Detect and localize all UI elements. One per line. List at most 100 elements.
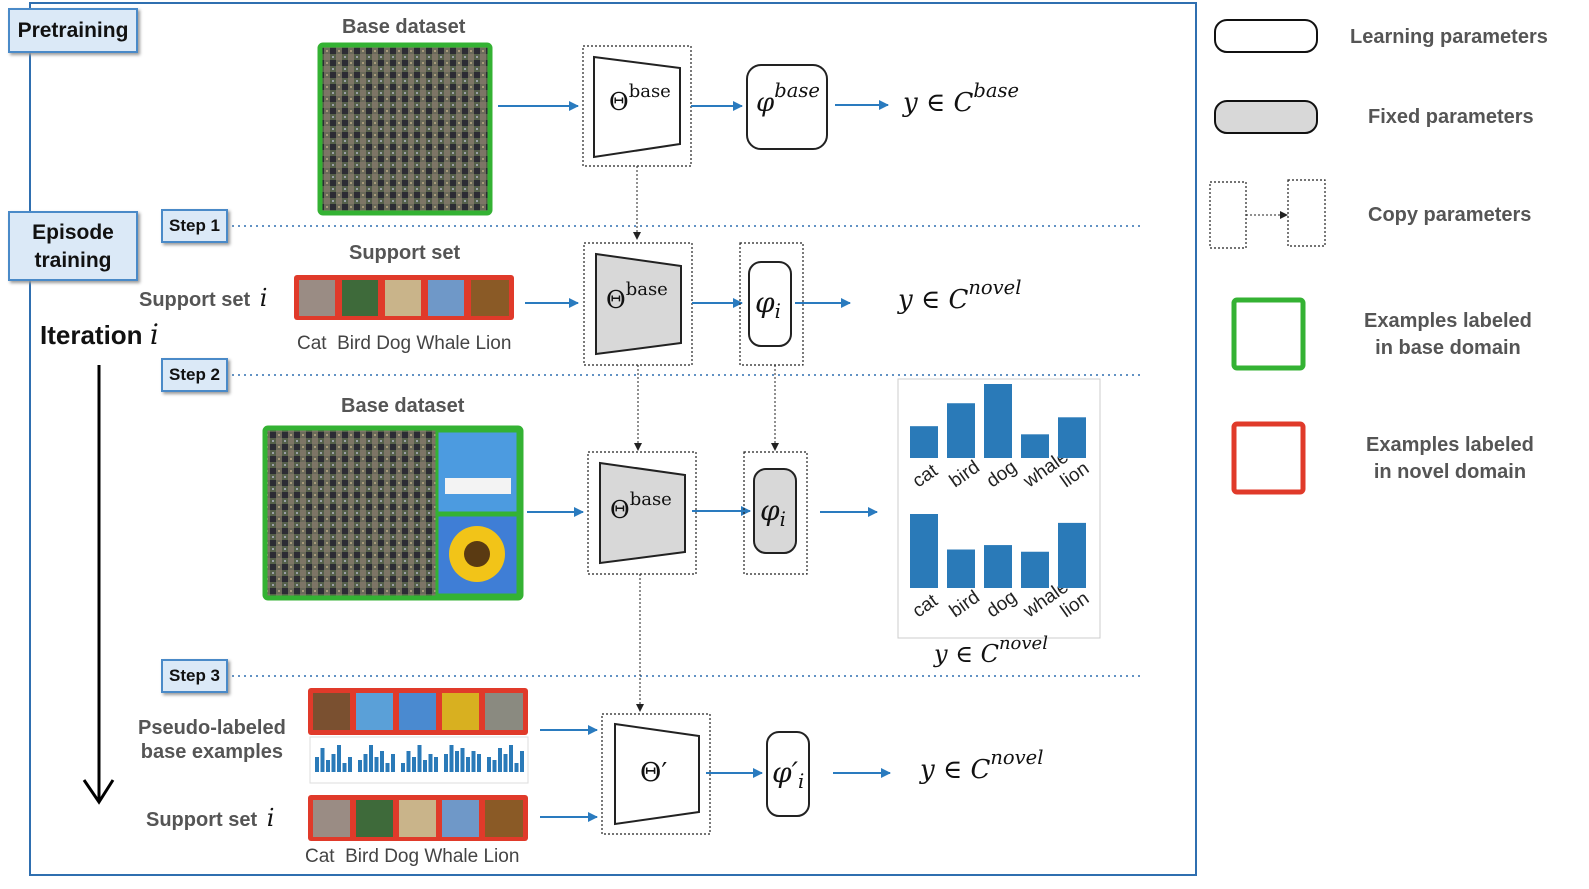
mini-bar xyxy=(374,757,379,772)
support-set-i-text-2: Support set xyxy=(146,809,258,831)
pseudo-labeled-line1: Pseudo-labeled xyxy=(138,717,286,739)
phi-i-fixed-classifier-2 xyxy=(753,468,797,554)
mini-bar xyxy=(477,754,481,772)
pseudo-label-mini-charts xyxy=(315,745,524,772)
support-set-i-label-1: Support set i xyxy=(139,284,267,312)
support-image-cat xyxy=(299,280,335,316)
support-image-whale xyxy=(428,280,464,316)
class-names-row-2: Cat Bird Dog Whale Lion xyxy=(305,846,520,867)
mini-bar xyxy=(320,748,325,772)
episode-training-tag: Episode training xyxy=(8,211,138,281)
mini-bar xyxy=(412,757,416,772)
base-dataset-image-top xyxy=(317,42,493,216)
y-in-c-novel-label-step2: y ∈ Cnovel xyxy=(934,633,1048,668)
theta-base-fixed-encoder-1 xyxy=(595,252,682,356)
support-set-i-symbol-2: i xyxy=(266,804,275,832)
legend-red-swatch xyxy=(1231,421,1306,495)
mini-bar xyxy=(428,754,433,772)
support-image-bird xyxy=(342,280,378,316)
support-set-header-label: Support set xyxy=(349,242,461,264)
support-image-dog xyxy=(385,280,421,316)
legend-learning-label: Learning parameters xyxy=(1350,26,1548,48)
pretraining-tag: Pretraining xyxy=(8,8,138,53)
bar-cat xyxy=(910,514,938,588)
episode-training-line2: training xyxy=(34,249,112,272)
support-set-strip-1 xyxy=(294,275,514,320)
phi-i-copy-box-2 xyxy=(743,451,808,575)
legend-green-swatch xyxy=(1231,297,1306,371)
mini-bar xyxy=(514,763,519,772)
pseudo-label-charts-panel xyxy=(309,736,529,784)
class-names-row-1: Cat Bird Dog Whale Lion xyxy=(297,333,512,354)
outer-frame xyxy=(29,2,1197,876)
mini-bar xyxy=(487,757,491,772)
theta-base-label-top: Θbase xyxy=(609,81,671,116)
theta-base-fixed-encoder-2 xyxy=(599,461,686,565)
mini-bar xyxy=(401,763,405,772)
phi-i-prime-label: φ′i xyxy=(772,756,805,793)
phi-i-prime-classifier xyxy=(766,731,810,817)
legend-fixed-swatch xyxy=(1214,100,1318,134)
cruise-ship-image xyxy=(435,429,520,515)
bar-dog xyxy=(984,545,1012,588)
mini-bar xyxy=(444,754,448,772)
theta-base-fixed-box-2 xyxy=(587,451,697,575)
support-set-i-label-2: Support set i xyxy=(146,804,274,832)
bar-dog xyxy=(984,384,1012,458)
step1-tag: Step 1 xyxy=(161,209,228,243)
pseudo-labeled-label: Pseudo-labeled base examples xyxy=(138,716,286,764)
support-set-i-text-1: Support set xyxy=(139,289,251,311)
theta-prime-encoder xyxy=(614,722,700,826)
mini-bar xyxy=(460,748,465,772)
theta-base-label-step1: Θbase xyxy=(606,279,668,314)
theta-prime-label: Θ′ xyxy=(640,758,668,788)
legend-fixed-label: Fixed parameters xyxy=(1368,106,1534,128)
y-in-c-novel-label-step1: y ∈ Cnovel xyxy=(898,276,1022,315)
mini-bar xyxy=(498,748,502,772)
mini-bar xyxy=(509,745,513,772)
bar-cat xyxy=(910,426,938,458)
bar-bird xyxy=(947,549,975,588)
phi-i-label-step2: φi xyxy=(760,494,786,531)
mini-bar xyxy=(326,760,330,772)
mini-bar xyxy=(503,754,508,772)
base-dataset-label-top: Base dataset xyxy=(342,16,466,38)
mini-bar xyxy=(449,745,454,772)
bar-lion xyxy=(1058,522,1086,588)
mini-bar xyxy=(471,751,476,772)
iteration-arrow-head xyxy=(82,779,115,805)
theta-base-encoder xyxy=(593,55,681,159)
legend-copy-left-box xyxy=(1209,181,1247,249)
bar-lion xyxy=(1058,417,1086,458)
y-in-c-novel-label-step3: y ∈ Cnovel xyxy=(920,746,1044,785)
mini-bar xyxy=(406,751,411,772)
mini-bar xyxy=(331,754,336,772)
mini-bar xyxy=(417,745,422,772)
legend-learning-swatch xyxy=(1214,19,1318,53)
bar-bird xyxy=(947,403,975,458)
base-dataset-label-mid: Base dataset xyxy=(341,395,465,417)
episode-training-line1: Episode xyxy=(32,221,114,244)
support-image-lion xyxy=(471,280,509,316)
mini-bar xyxy=(391,754,395,772)
sunflower-center xyxy=(464,541,490,567)
mini-bar xyxy=(348,757,352,772)
phi-i-label-step1: φi xyxy=(755,286,781,323)
support-set-i-symbol-1: i xyxy=(259,284,268,312)
mini-bar xyxy=(363,754,368,772)
y-in-c-base-label: y ∈ Cbase xyxy=(903,79,1020,118)
step3-tag: Step 3 xyxy=(161,659,228,693)
step2-tag: Step 2 xyxy=(161,358,228,392)
mini-bar xyxy=(434,757,438,772)
legend-copy-label: Copy parameters xyxy=(1368,204,1532,226)
mini-bar xyxy=(455,751,459,772)
legend-copy-right-box xyxy=(1287,179,1326,247)
ship-hull xyxy=(445,478,511,494)
phi-i-classifier-1 xyxy=(748,261,792,347)
mini-bar xyxy=(380,751,384,772)
mini-bar xyxy=(358,760,362,772)
mini-bar xyxy=(520,751,524,772)
